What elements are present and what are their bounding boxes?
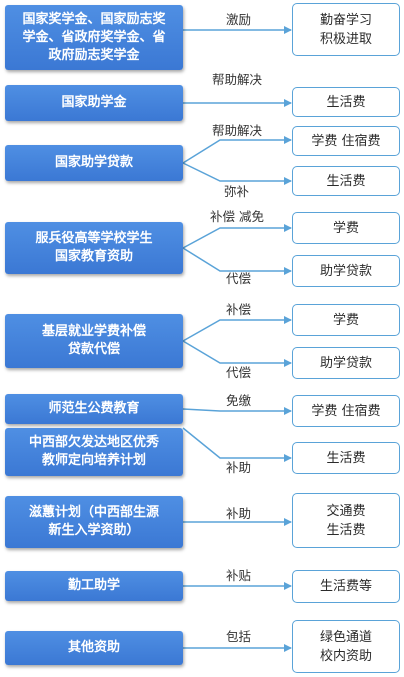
edge-label-include: 包括 bbox=[226, 629, 252, 644]
edge-label-compensate: 补偿 bbox=[226, 302, 252, 317]
edge-label-motivate: 激励 bbox=[226, 12, 252, 27]
outcome-box-tuition-dorm: 学费 住宿费 bbox=[292, 126, 400, 156]
outcome-box-living-cost: 生活费 bbox=[292, 87, 400, 117]
edge-label-help-solve: 帮助解决 bbox=[212, 123, 263, 138]
connector-arrow-9 bbox=[182, 427, 292, 462]
connector-arrow-7 bbox=[182, 340, 292, 367]
program-box-grassroots-employment: 基层就业学费补偿 贷款代偿 bbox=[5, 314, 183, 368]
outcome-box-student-loan: 助学贷款 bbox=[292, 347, 400, 379]
program-box-state-grant: 国家助学金 bbox=[5, 85, 183, 121]
outcome-box-study-hard: 勤奋学习 积极进取 bbox=[292, 3, 400, 56]
edge-label-allowance: 补贴 bbox=[226, 568, 252, 583]
outcome-box-living-cost: 生活费 bbox=[292, 166, 400, 196]
edge-label-subsidy: 补助 bbox=[226, 460, 252, 475]
connector-arrow-8 bbox=[182, 407, 292, 415]
outcome-box-student-loan: 助学贷款 bbox=[292, 255, 400, 287]
program-box-work-study: 勤工助学 bbox=[5, 571, 183, 601]
edge-label-help-solve: 帮助解决 bbox=[212, 72, 263, 87]
outcome-box-living-cost: 生活费 bbox=[292, 442, 400, 474]
outcome-box-tuition: 学费 bbox=[292, 212, 400, 244]
edge-label-repay: 代偿 bbox=[226, 271, 252, 286]
program-box-state-loan: 国家助学贷款 bbox=[5, 145, 183, 181]
outcome-box-transport-living: 交通费 生活费 bbox=[292, 493, 400, 548]
outcome-box-living-cost-etc: 生活费等 bbox=[292, 570, 400, 603]
outcome-box-tuition: 学费 bbox=[292, 304, 400, 336]
edge-label-repay: 代偿 bbox=[226, 365, 252, 380]
connector-arrow-3 bbox=[182, 162, 292, 185]
program-box-scholarship: 国家奖学金、国家励志奖 学金、省政府奖学金、省 政府励志奖学金 bbox=[5, 5, 183, 70]
connector-arrow-2 bbox=[182, 136, 292, 164]
edge-label-subsidy: 补助 bbox=[226, 506, 252, 521]
edge-label-make-up: 弥补 bbox=[224, 184, 250, 199]
connector-arrow-4 bbox=[182, 224, 292, 249]
program-box-zihui-plan: 滋蕙计划（中西部生源 新生入学资助） bbox=[5, 496, 183, 548]
outcome-box-green-channel: 绿色通道 校内资助 bbox=[292, 620, 400, 673]
edge-label-exempt: 免缴 bbox=[226, 393, 252, 408]
connector-arrow-5 bbox=[182, 247, 292, 275]
edge-label-compensate-waive: 补偿 减免 bbox=[210, 209, 264, 224]
program-box-teacher-training: 中西部欠发达地区优秀 教师定向培养计划 bbox=[5, 428, 183, 476]
outcome-box-tuition-dorm: 学费 住宿费 bbox=[292, 395, 400, 427]
program-box-other-aid: 其他资助 bbox=[5, 631, 183, 665]
program-box-military-aid: 服兵役高等学校学生 国家教育资助 bbox=[5, 222, 183, 274]
connector-arrow-6 bbox=[182, 316, 292, 342]
program-box-normal-education: 师范生公费教育 bbox=[5, 394, 183, 424]
